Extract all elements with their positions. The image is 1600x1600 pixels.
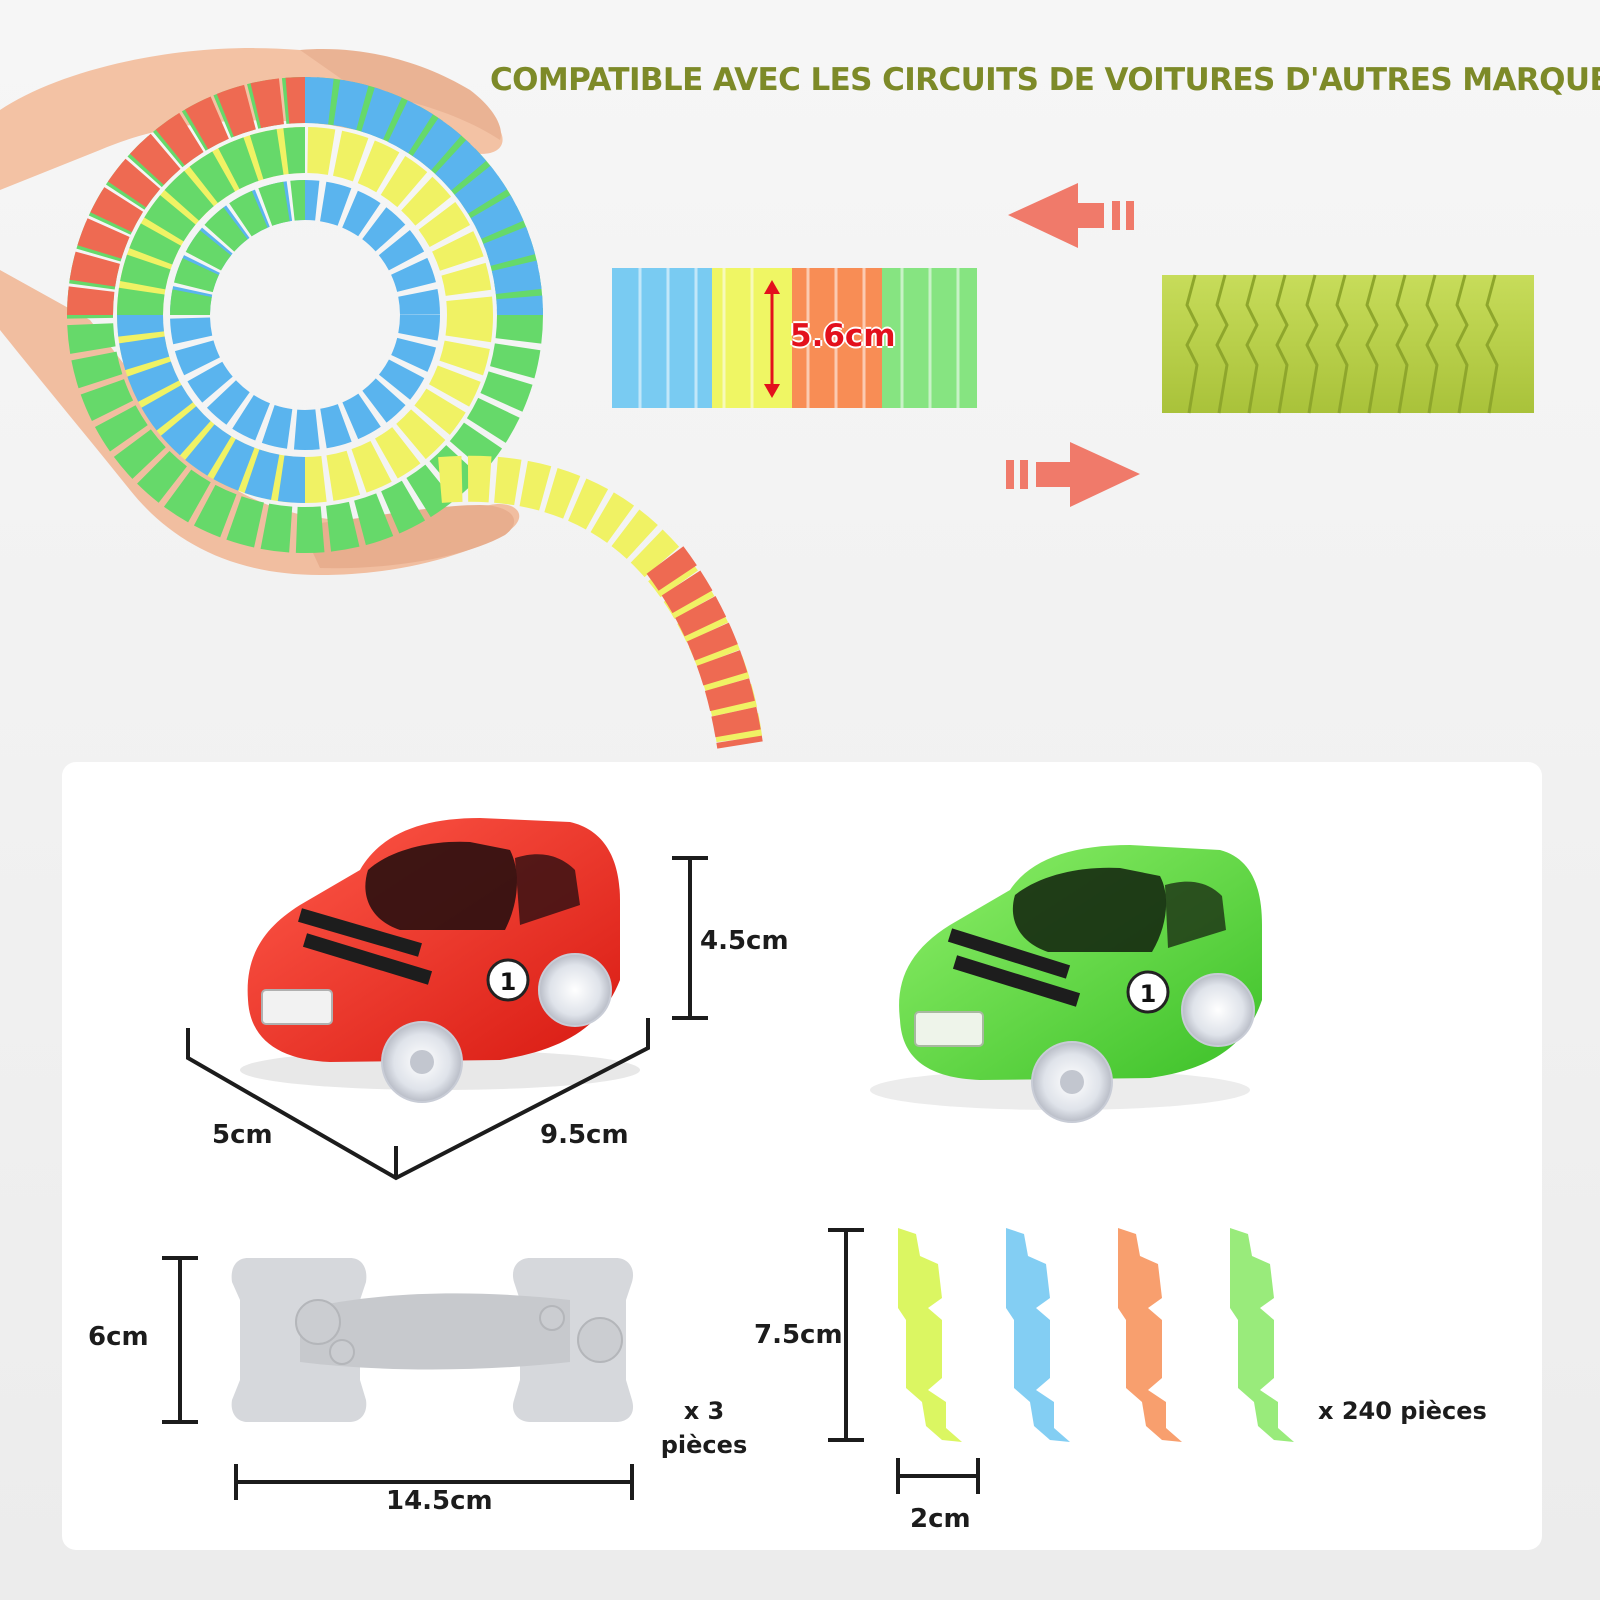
track-piece-dimension-lines (828, 1228, 980, 1494)
other-brand-track-segment (1162, 274, 1534, 414)
left-arrow-icon (1008, 183, 1134, 248)
car-width-label: 5cm (212, 1120, 273, 1150)
car-height-label: 4.5cm (700, 926, 789, 956)
connector-quantity: x 3 pièces (650, 1394, 758, 1462)
colorful-track-segment (612, 268, 977, 408)
dimensions-panel (62, 762, 1542, 1550)
car-dimension-lines (186, 856, 708, 1181)
connector-height-label: 6cm (88, 1322, 149, 1352)
right-arrow-icon (1006, 442, 1140, 507)
track-pieces-image (898, 1228, 1294, 1442)
track-piece-width-label: 2cm (910, 1504, 971, 1534)
svg-text:1: 1 (1140, 980, 1157, 1008)
connector-quantity-line2: pièces (660, 1431, 748, 1459)
connector-piece-image (231, 1258, 634, 1422)
headline: COMPATIBLE AVEC LES CIRCUITS DE VOITURES… (490, 62, 1600, 98)
connector-dimension-lines (162, 1256, 634, 1500)
red-car-image: 1 (240, 818, 640, 1103)
svg-text:1: 1 (500, 968, 517, 996)
track-piece-height-label: 7.5cm (754, 1320, 843, 1350)
connector-quantity-line1: x 3 (683, 1397, 725, 1425)
green-car-image: 1 (870, 845, 1262, 1123)
car-length-label: 9.5cm (540, 1120, 629, 1150)
track-height-label: 5.6cm (790, 318, 896, 354)
hands-with-coiled-track (0, 48, 763, 749)
connector-length-label: 14.5cm (386, 1486, 493, 1516)
track-piece-quantity: x 240 pièces (1318, 1397, 1487, 1425)
